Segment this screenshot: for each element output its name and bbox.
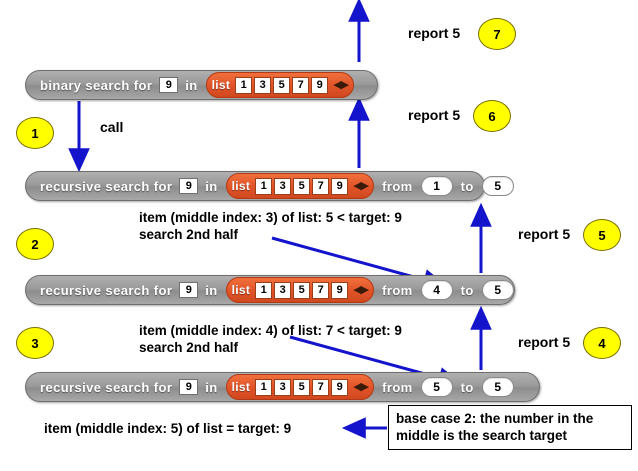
to-input[interactable]: 5 [481, 280, 514, 300]
block-keyword-search: recursive search for [40, 178, 173, 194]
note-line: item (middle index: 3) of list: 5 < targ… [139, 210, 402, 225]
step-badge-1: 1 [16, 117, 54, 149]
list-label: list [211, 78, 231, 92]
step-badge-5: 5 [583, 219, 621, 251]
block-keyword-in: in [185, 77, 198, 93]
list-cell: 5 [293, 378, 311, 396]
block-keyword-from: from [382, 282, 413, 298]
block-keyword-search: binary search for [40, 77, 153, 93]
block-keyword-in: in [205, 178, 218, 194]
list-reporter[interactable]: list 1 3 5 7 9 ◀▶ [225, 173, 375, 199]
note-middle-index-5: item (middle index: 5) of list = target:… [44, 420, 291, 437]
callout-base-case-2: base case 2: the number in the middle is… [388, 405, 632, 450]
list-reporter[interactable]: list 1 3 5 7 9 ◀▶ [225, 277, 375, 303]
list-scroll-arrows-icon[interactable]: ◀▶ [353, 380, 369, 393]
list-cell: 1 [255, 177, 273, 195]
step-badge-6: 6 [473, 100, 511, 132]
list-label: list [231, 380, 251, 394]
list-cell: 1 [255, 378, 273, 396]
step-badge-2: 2 [16, 228, 54, 260]
list-scroll-arrows-icon[interactable]: ◀▶ [353, 179, 369, 192]
list-cell: 3 [274, 177, 292, 195]
list-cell: 7 [292, 76, 310, 94]
list-cell: 9 [331, 281, 349, 299]
report-label-4: report 5 [518, 334, 571, 350]
list-cell: 3 [254, 76, 272, 94]
list-cell: 9 [331, 378, 349, 396]
step-badge-7: 7 [478, 18, 516, 50]
block-binary-search[interactable]: binary search for 9 in list 1 3 5 7 9 ◀▶ [25, 70, 378, 100]
list-cell: 5 [293, 177, 311, 195]
report-label-5: report 5 [518, 226, 571, 242]
callout-line: middle is the search target [396, 428, 568, 443]
block-keyword-to: to [460, 282, 474, 298]
block-keyword-in: in [205, 282, 218, 298]
note-line: item (middle index: 5) of list = target:… [44, 421, 292, 436]
list-cell: 7 [312, 281, 330, 299]
block-recursive-search-2[interactable]: recursive search for 9 in list 1 3 5 7 9… [25, 275, 515, 305]
block-keyword-search: recursive search for [40, 379, 173, 395]
list-scroll-arrows-icon[interactable]: ◀▶ [353, 283, 369, 296]
report-label-6: report 5 [408, 107, 461, 123]
block-keyword-search: recursive search for [40, 282, 173, 298]
block-keyword-in: in [205, 379, 218, 395]
list-label: list [231, 283, 251, 297]
list-cell: 7 [312, 378, 330, 396]
list-cell: 1 [255, 281, 273, 299]
from-input[interactable]: 5 [420, 377, 453, 397]
list-cell: 1 [235, 76, 253, 94]
call-label: call [100, 119, 124, 135]
block-keyword-from: from [382, 379, 413, 395]
list-cell: 7 [312, 177, 330, 195]
list-label: list [231, 179, 251, 193]
step-badge-4: 4 [583, 327, 621, 359]
to-input[interactable]: 5 [481, 377, 514, 397]
target-input[interactable]: 9 [159, 77, 179, 93]
list-cell: 5 [273, 76, 291, 94]
note-middle-index-3: item (middle index: 3) of list: 5 < targ… [139, 209, 402, 243]
note-middle-index-4: item (middle index: 4) of list: 7 < targ… [139, 322, 402, 356]
list-cell: 3 [274, 281, 292, 299]
block-keyword-from: from [382, 178, 413, 194]
to-input[interactable]: 5 [481, 176, 514, 196]
note-line: item (middle index: 4) of list: 7 < targ… [139, 323, 402, 338]
list-cell: 5 [293, 281, 311, 299]
target-input[interactable]: 9 [179, 282, 199, 298]
from-input[interactable]: 4 [420, 280, 453, 300]
from-input[interactable]: 1 [420, 176, 453, 196]
callout-line: base case 2: the number in the [396, 411, 594, 426]
block-recursive-search-3[interactable]: recursive search for 9 in list 1 3 5 7 9… [25, 372, 540, 402]
step-badge-3: 3 [16, 327, 54, 359]
list-cell: 9 [311, 76, 329, 94]
target-input[interactable]: 9 [179, 379, 199, 395]
target-input[interactable]: 9 [179, 178, 199, 194]
list-reporter[interactable]: list 1 3 5 7 9 ◀▶ [225, 374, 375, 400]
list-cell: 3 [274, 378, 292, 396]
block-keyword-to: to [460, 379, 474, 395]
note-line: search 2nd half [139, 227, 239, 242]
block-recursive-search-1[interactable]: recursive search for 9 in list 1 3 5 7 9… [25, 171, 514, 201]
list-cell: 9 [331, 177, 349, 195]
note-line: search 2nd half [139, 340, 239, 355]
list-scroll-arrows-icon[interactable]: ◀▶ [333, 78, 349, 91]
block-keyword-to: to [460, 178, 474, 194]
report-label-7: report 5 [408, 25, 461, 41]
list-reporter[interactable]: list 1 3 5 7 9 ◀▶ [205, 72, 355, 98]
